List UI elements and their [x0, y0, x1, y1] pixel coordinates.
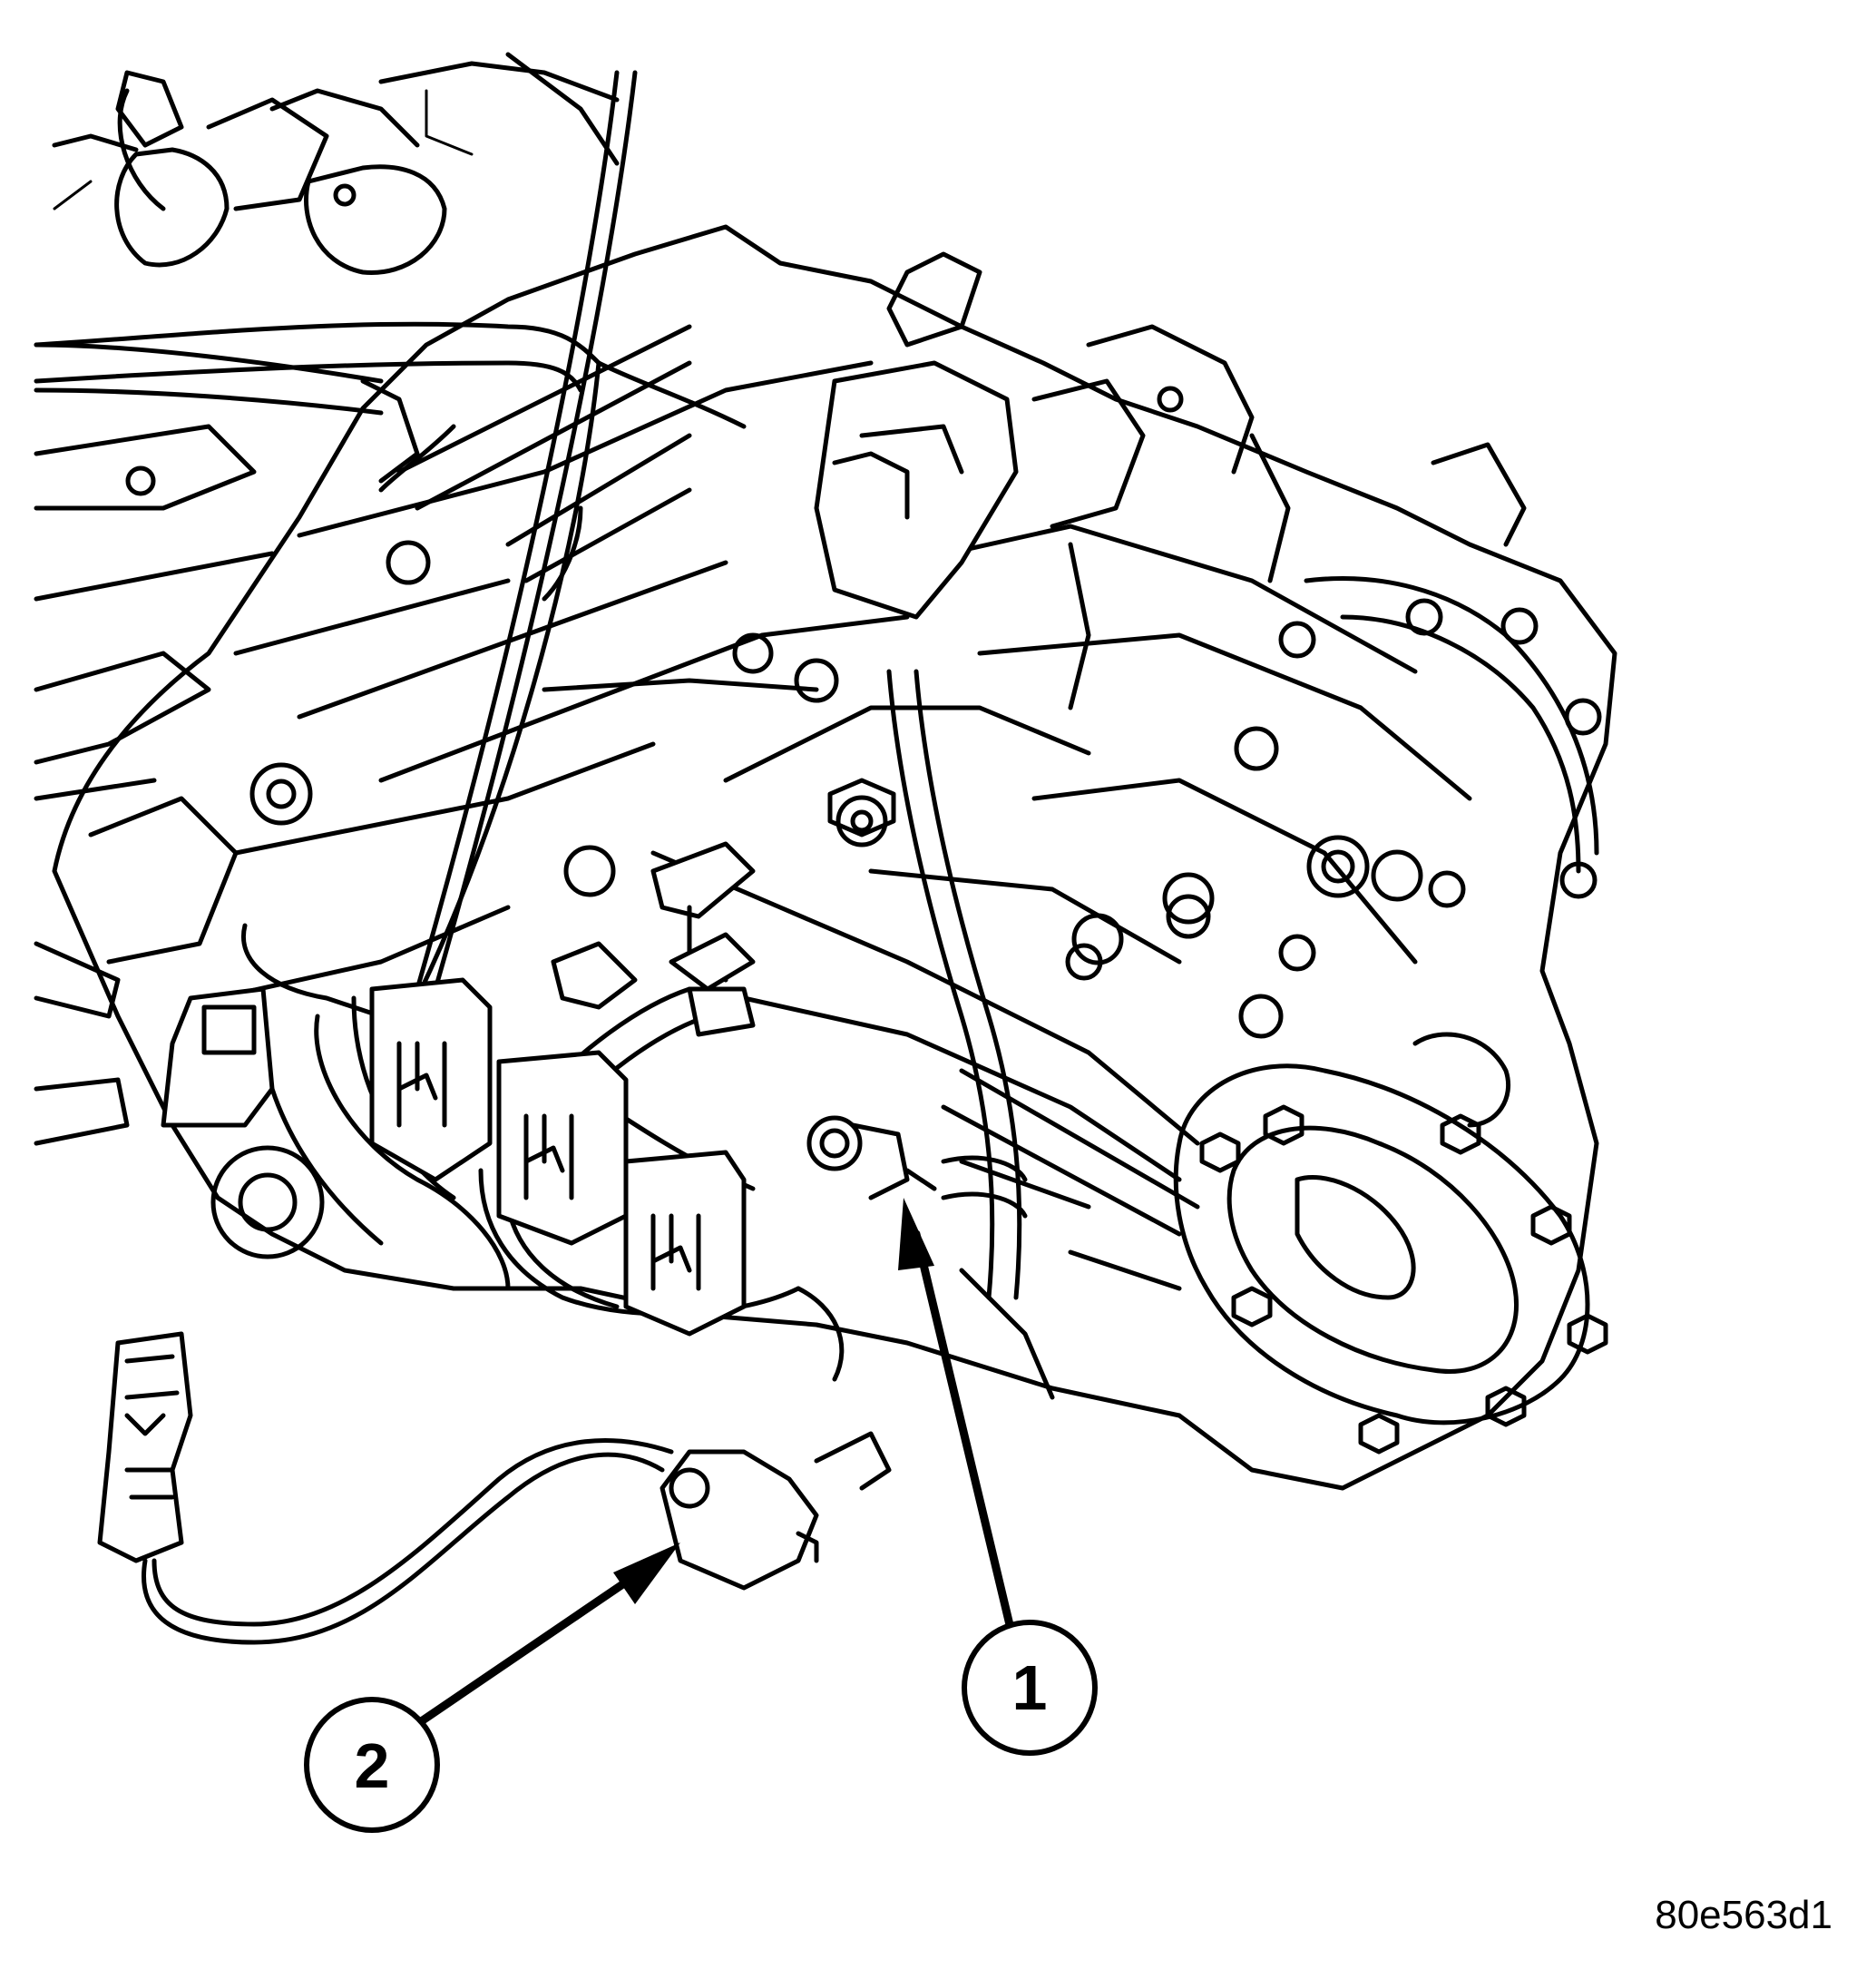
sensor-2	[97, 1331, 892, 1645]
transmission-housing	[52, 224, 1617, 1491]
callout-2: 2	[304, 1543, 680, 1833]
connector-1	[806, 1115, 937, 1200]
end-housing	[1173, 576, 1608, 1455]
upper-left-components	[52, 52, 620, 275]
left-mount-lines	[34, 342, 384, 1146]
wiring-harness	[161, 70, 845, 1382]
figure-id: 80e563d1	[1655, 1893, 1832, 1937]
callout-2-label: 2	[355, 1730, 390, 1801]
callout-1: 1	[898, 1198, 1098, 1756]
callout-1-label: 1	[1012, 1652, 1048, 1723]
top-wiring	[34, 251, 1527, 710]
vent-hose	[886, 669, 1055, 1400]
